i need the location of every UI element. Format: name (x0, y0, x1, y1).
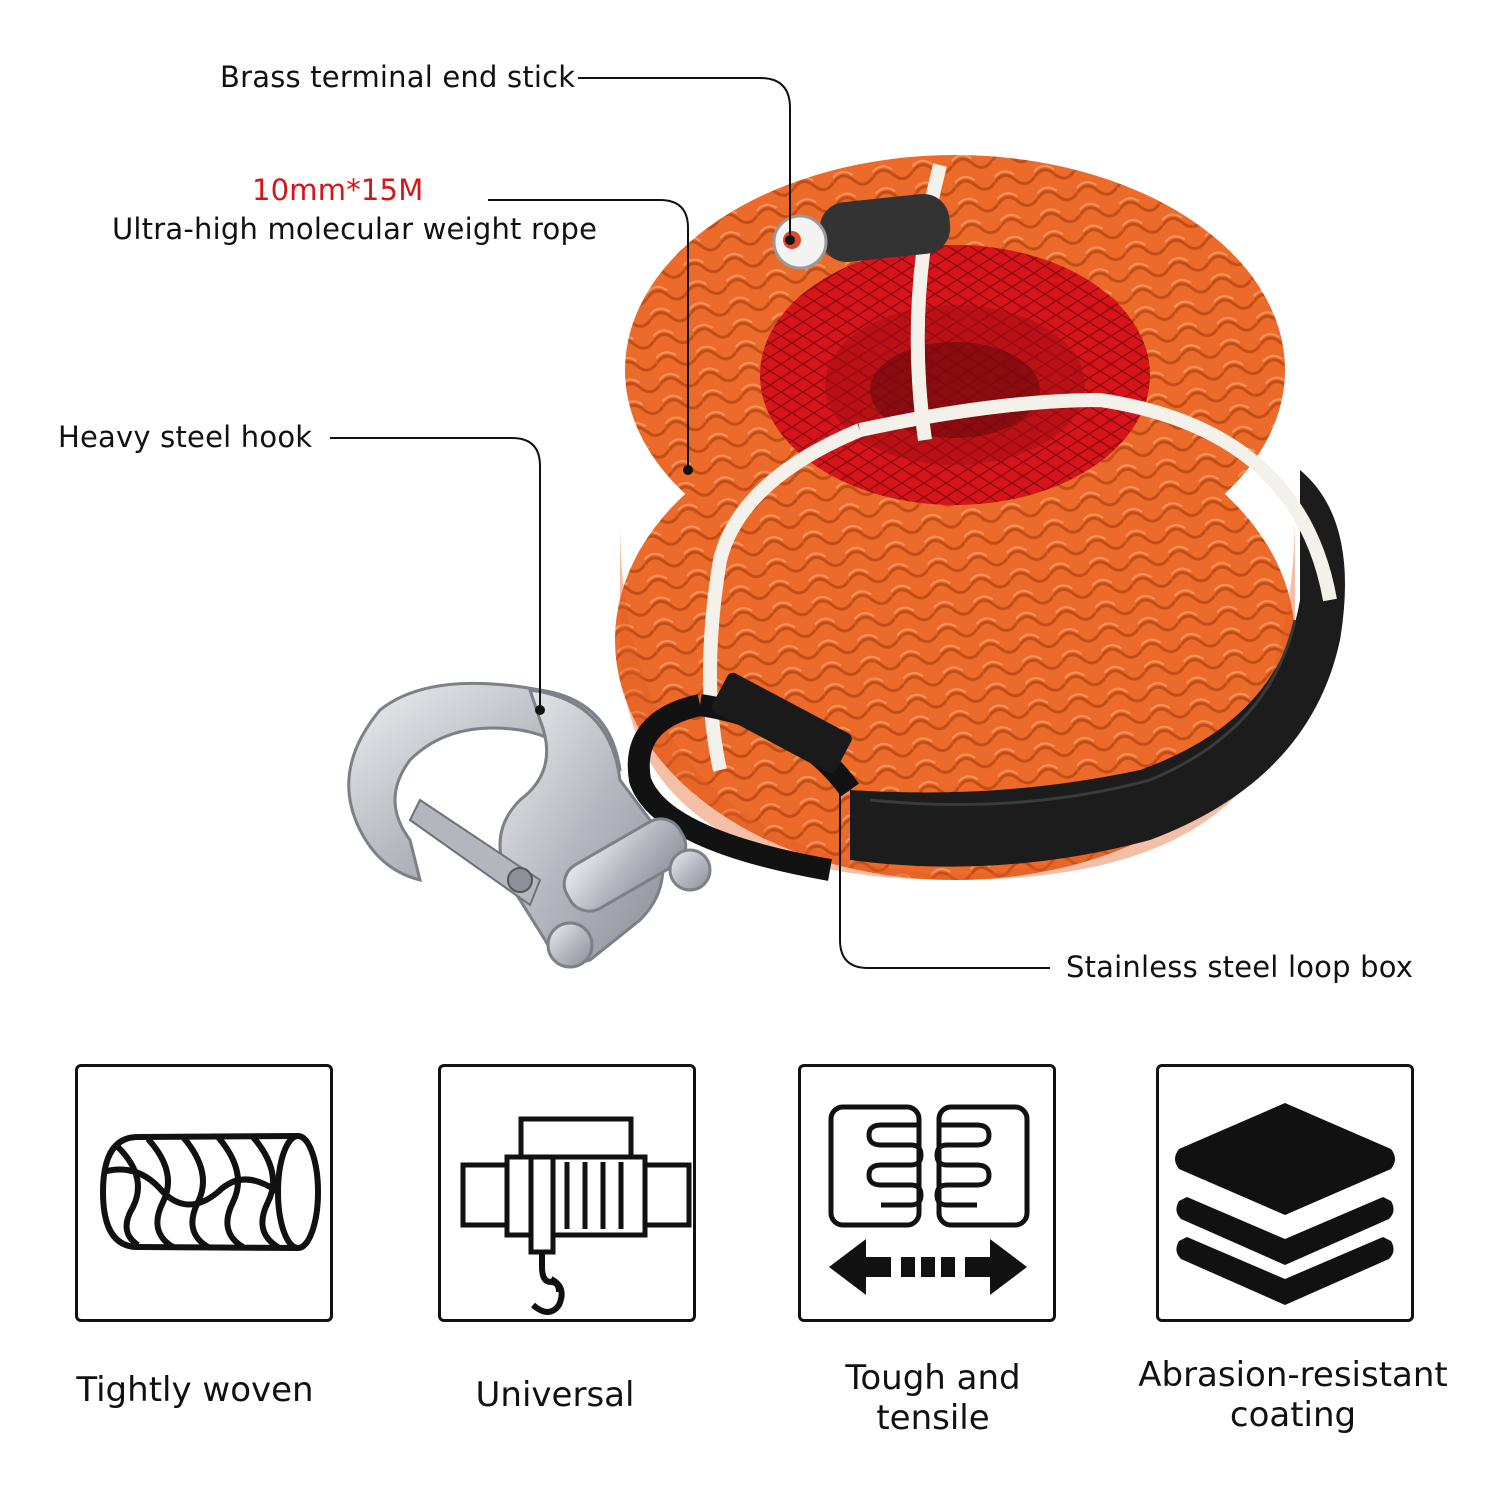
protective-sheath (850, 470, 1345, 867)
callout-loop-box: Stainless steel loop box (1066, 950, 1414, 984)
feature-box-tough-tensile (798, 1064, 1056, 1322)
feature-label-abrasion-1: Abrasion-resistant (1138, 1355, 1448, 1395)
feature-label-tightly-woven: Tightly woven (76, 1370, 314, 1410)
feature-box-universal (438, 1064, 696, 1322)
layers-icon (1175, 1103, 1395, 1305)
callout-brass-terminal: Brass terminal end stick (220, 60, 576, 94)
stainless-steel-thimble (627, 672, 859, 881)
feature-label-universal: Universal (475, 1375, 635, 1415)
braided-rope-icon (100, 1133, 321, 1251)
feature-box-tightly-woven (75, 1064, 333, 1322)
winch-rope-product-image (330, 77, 1345, 969)
brass-terminal-end (772, 193, 951, 270)
feature-label-tough-tensile-2: tensile (876, 1398, 990, 1438)
steel-hook (347, 681, 712, 969)
winch-icon (460, 1116, 692, 1315)
callout-dots (535, 235, 845, 790)
callout-steel-hook: Heavy steel hook (58, 420, 313, 454)
feature-label-tough-tensile-1: Tough and (845, 1358, 1021, 1398)
callout-leaders (330, 77, 1050, 969)
callout-rope-material: Ultra-high molecular weight rope (112, 212, 598, 246)
feature-label-abrasion-2: coating (1229, 1395, 1357, 1435)
feature-box-abrasion-resistant (1156, 1064, 1414, 1322)
callout-rope-size: 10mm*15M (252, 173, 424, 207)
tensile-stretch-icon (828, 1104, 1030, 1295)
